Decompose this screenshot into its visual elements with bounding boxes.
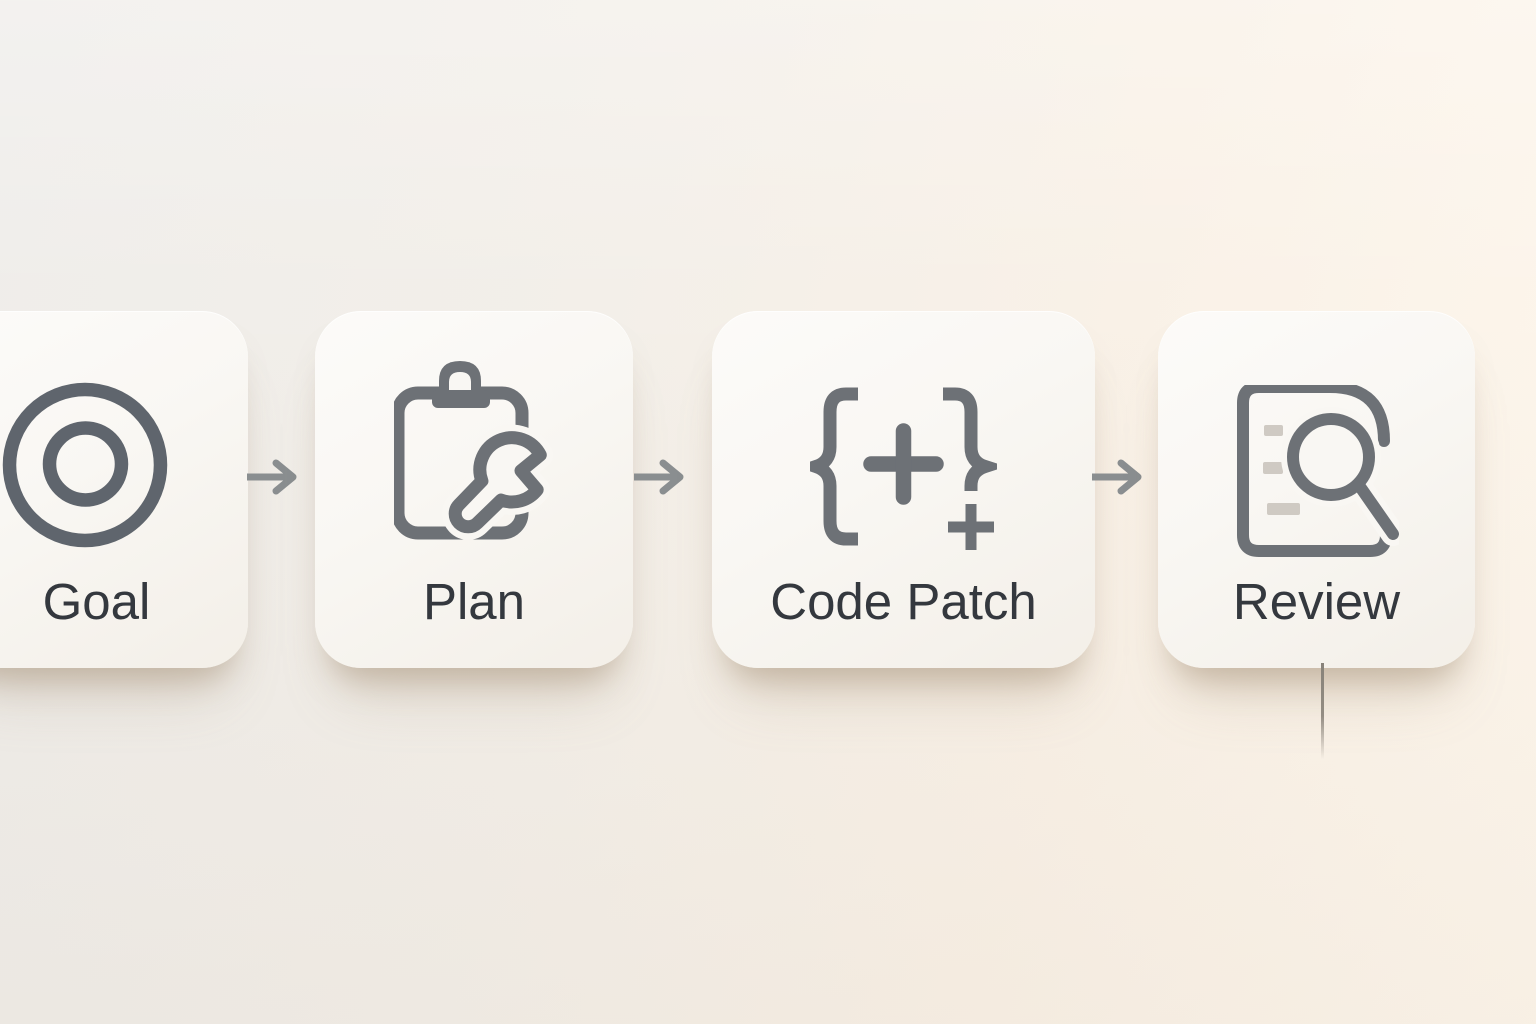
flow-arrow-icon [1092,459,1142,495]
connector-line [1321,663,1324,759]
braces-plus-icon [712,367,1095,575]
flow-arrow-icon [247,459,297,495]
flow-card-plan: Plan [315,311,633,668]
flow-arrow-icon [634,459,684,495]
flow-card-goal: Goal [0,311,248,668]
step-label-plan: Plan [422,573,526,630]
step-label-goal: Goal [42,573,151,630]
step-label-code-patch: Code Patch [770,573,1037,630]
clipboard-wrench-icon [315,353,633,561]
flow-card-code-patch: Code Patch [712,311,1095,668]
step-label-review: Review [1232,573,1401,630]
target-icon [0,361,236,569]
flow-card-review: Review [1158,311,1475,668]
document-magnifier-icon [1158,367,1475,575]
